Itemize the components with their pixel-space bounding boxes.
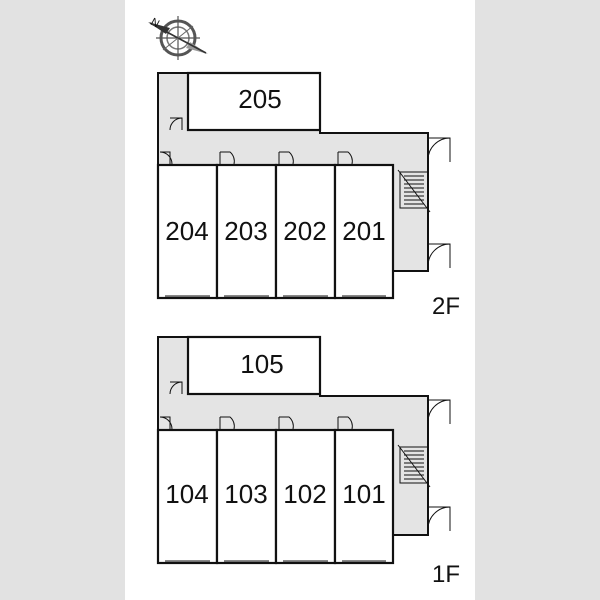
door-102 — [278, 416, 294, 430]
unit-label-104: 104 — [165, 479, 208, 509]
unit-label-202: 202 — [283, 216, 326, 246]
unit-label-201: 201 — [342, 216, 385, 246]
door-204 — [159, 151, 173, 165]
exterior-door-1f-bottom — [427, 506, 451, 531]
unit-103 — [215, 428, 278, 565]
unit-label-203: 203 — [224, 216, 267, 246]
floor-label-2f: 2F — [432, 293, 460, 320]
exterior-door-2f-bottom — [427, 243, 451, 268]
unit-label-105: 105 — [240, 349, 283, 379]
floor-plan-1f: 105 104 103 102 101 1F — [156, 335, 460, 588]
door-201 — [337, 151, 353, 165]
door-105 — [169, 381, 183, 395]
left-margin-band — [0, 0, 125, 600]
unit-102 — [274, 428, 337, 565]
exterior-door-1f-top — [427, 399, 451, 424]
door-202 — [278, 151, 294, 165]
right-margin-band — [475, 0, 600, 600]
exterior-door-2f-top — [427, 137, 451, 162]
unit-label-103: 103 — [224, 479, 267, 509]
unit-101 — [333, 428, 395, 565]
unit-label-204: 204 — [165, 216, 208, 246]
stair-2f — [397, 169, 431, 213]
unit-204 — [156, 163, 219, 300]
unit-105 — [186, 335, 322, 396]
door-103 — [219, 416, 235, 430]
unit-203 — [215, 163, 278, 300]
unit-205 — [186, 71, 322, 132]
floor-plan-2f: 205 204 203 202 201 2F — [156, 71, 460, 320]
door-101 — [337, 416, 353, 430]
unit-201 — [333, 163, 395, 300]
door-104 — [159, 416, 173, 430]
door-205 — [169, 117, 183, 131]
door-203 — [219, 151, 235, 165]
unit-label-205: 205 — [238, 84, 281, 114]
unit-label-102: 102 — [283, 479, 326, 509]
floor-label-1f: 1F — [432, 561, 460, 588]
stair-1f — [397, 444, 431, 488]
compass-icon: N — [148, 16, 208, 60]
unit-label-101: 101 — [342, 479, 385, 509]
